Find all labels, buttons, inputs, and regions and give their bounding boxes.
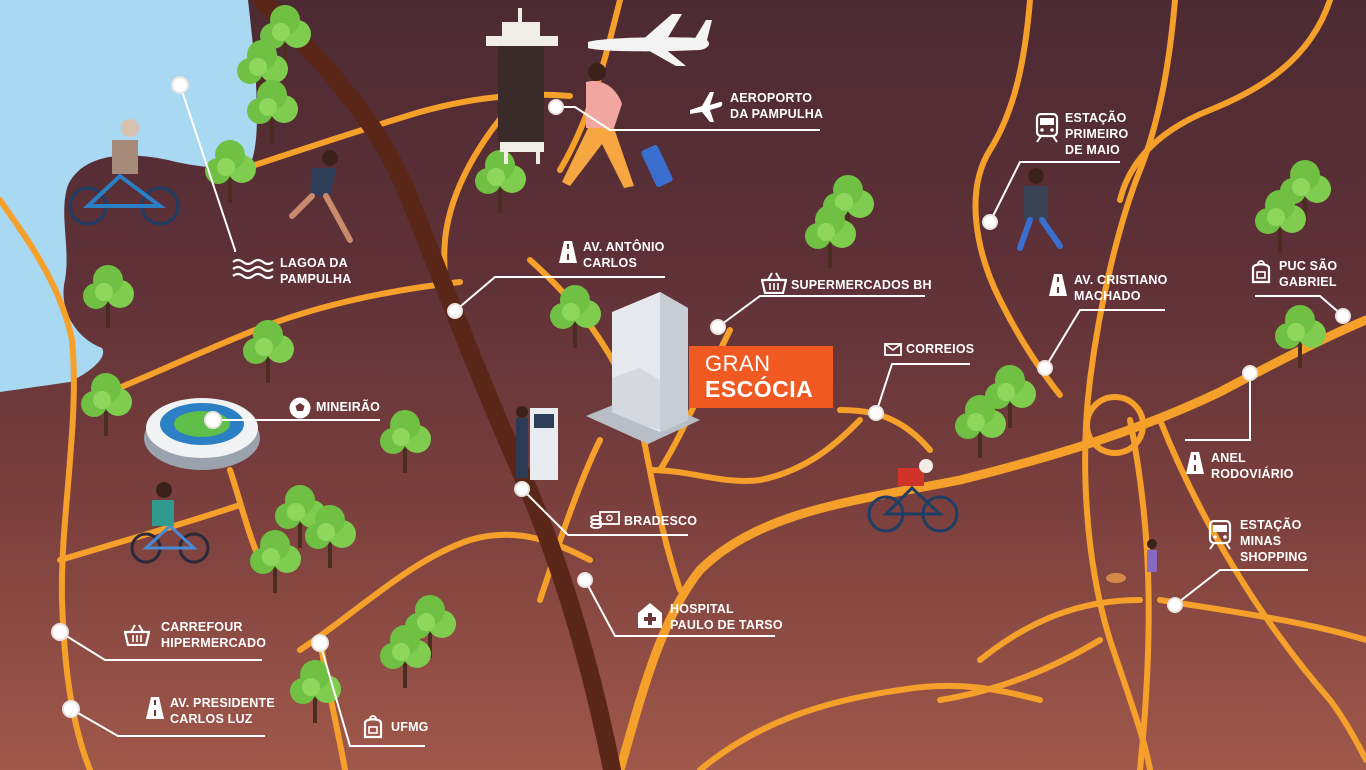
- walker-illustration: [1017, 168, 1063, 251]
- road-icon: [559, 241, 577, 263]
- label-supermercados[interactable]: SUPERMERCADOS BH: [791, 278, 932, 292]
- dog-walker-illustration: [1106, 539, 1157, 583]
- location-pins: [51, 76, 1351, 718]
- road-icon-3: [1186, 452, 1204, 474]
- label-ufmg[interactable]: UFMG: [391, 720, 429, 734]
- label-av-cristiano-machado[interactable]: AV. CRISTIANO MACHADO: [1074, 273, 1168, 303]
- label-av-presidente[interactable]: AV. PRESIDENTE CARLOS LUZ: [170, 696, 275, 726]
- brand-line-1: GRAN: [705, 351, 771, 376]
- cyclist-lake-illustration: [68, 119, 180, 226]
- money-icon: [590, 511, 620, 529]
- label-aeroporto[interactable]: AEROPORTO DA PAMPULHA: [730, 91, 824, 121]
- airplane-illustration: [588, 14, 712, 66]
- airplane-icon: [690, 92, 723, 122]
- train-icon: [1035, 113, 1059, 143]
- label-mineirao[interactable]: MINEIRÃO: [316, 400, 381, 414]
- label-av-antonio-carlos[interactable]: AV. ANTÔNIO CARLOS: [583, 240, 665, 270]
- backpack-icon-2: [363, 715, 383, 739]
- envelope-icon: [884, 343, 902, 356]
- gran-escocia-label[interactable]: GRAN ESCÓCIA: [689, 346, 833, 408]
- brand-line-2: ESCÓCIA: [705, 376, 814, 402]
- road-icon-4: [146, 697, 164, 719]
- label-bradesco[interactable]: BRADESCO: [624, 514, 698, 528]
- stadium-illustration: [144, 398, 260, 470]
- label-estacao-minas[interactable]: ESTAÇÃO MINAS SHOPPING: [1240, 518, 1308, 564]
- backpack-icon: [1251, 260, 1271, 284]
- road-cyclist-illustration: [867, 459, 959, 533]
- train-icon-2: [1208, 520, 1232, 550]
- soccer-ball-icon: [289, 397, 311, 419]
- interchange-roundabout: [1084, 394, 1146, 456]
- road-icon-2: [1049, 274, 1067, 296]
- label-correios[interactable]: CORREIOS: [906, 342, 975, 356]
- label-puc[interactable]: PUC SÃO GABRIEL: [1279, 259, 1338, 289]
- basket-icon-2: [124, 624, 150, 646]
- atm-illustration: [516, 406, 558, 480]
- hospital-icon: [638, 603, 662, 628]
- lagoa-da-pampulha-lake: [0, 0, 257, 392]
- runner-illustration: [289, 150, 353, 243]
- building-illustration: [586, 292, 700, 444]
- basket-icon: [761, 272, 787, 294]
- cyclist-stadium-illustration: [130, 482, 210, 564]
- label-lagoa[interactable]: LAGOA DA PAMPULHA: [280, 256, 352, 286]
- label-hospital[interactable]: HOSPITAL PAULO DE TARSO: [670, 602, 783, 632]
- label-estacao-primeiro-maio[interactable]: ESTAÇÃO PRIMEIRO DE MAIO: [1065, 111, 1129, 157]
- water-icon: [232, 258, 274, 280]
- label-carrefour[interactable]: CARREFOUR HIPERMERCADO: [161, 620, 267, 650]
- label-anel[interactable]: ANEL RODOVIÁRIO: [1211, 451, 1294, 481]
- highway: [253, 0, 621, 770]
- traveler-illustration: [562, 63, 673, 188]
- airport-tower-illustration: [486, 8, 558, 164]
